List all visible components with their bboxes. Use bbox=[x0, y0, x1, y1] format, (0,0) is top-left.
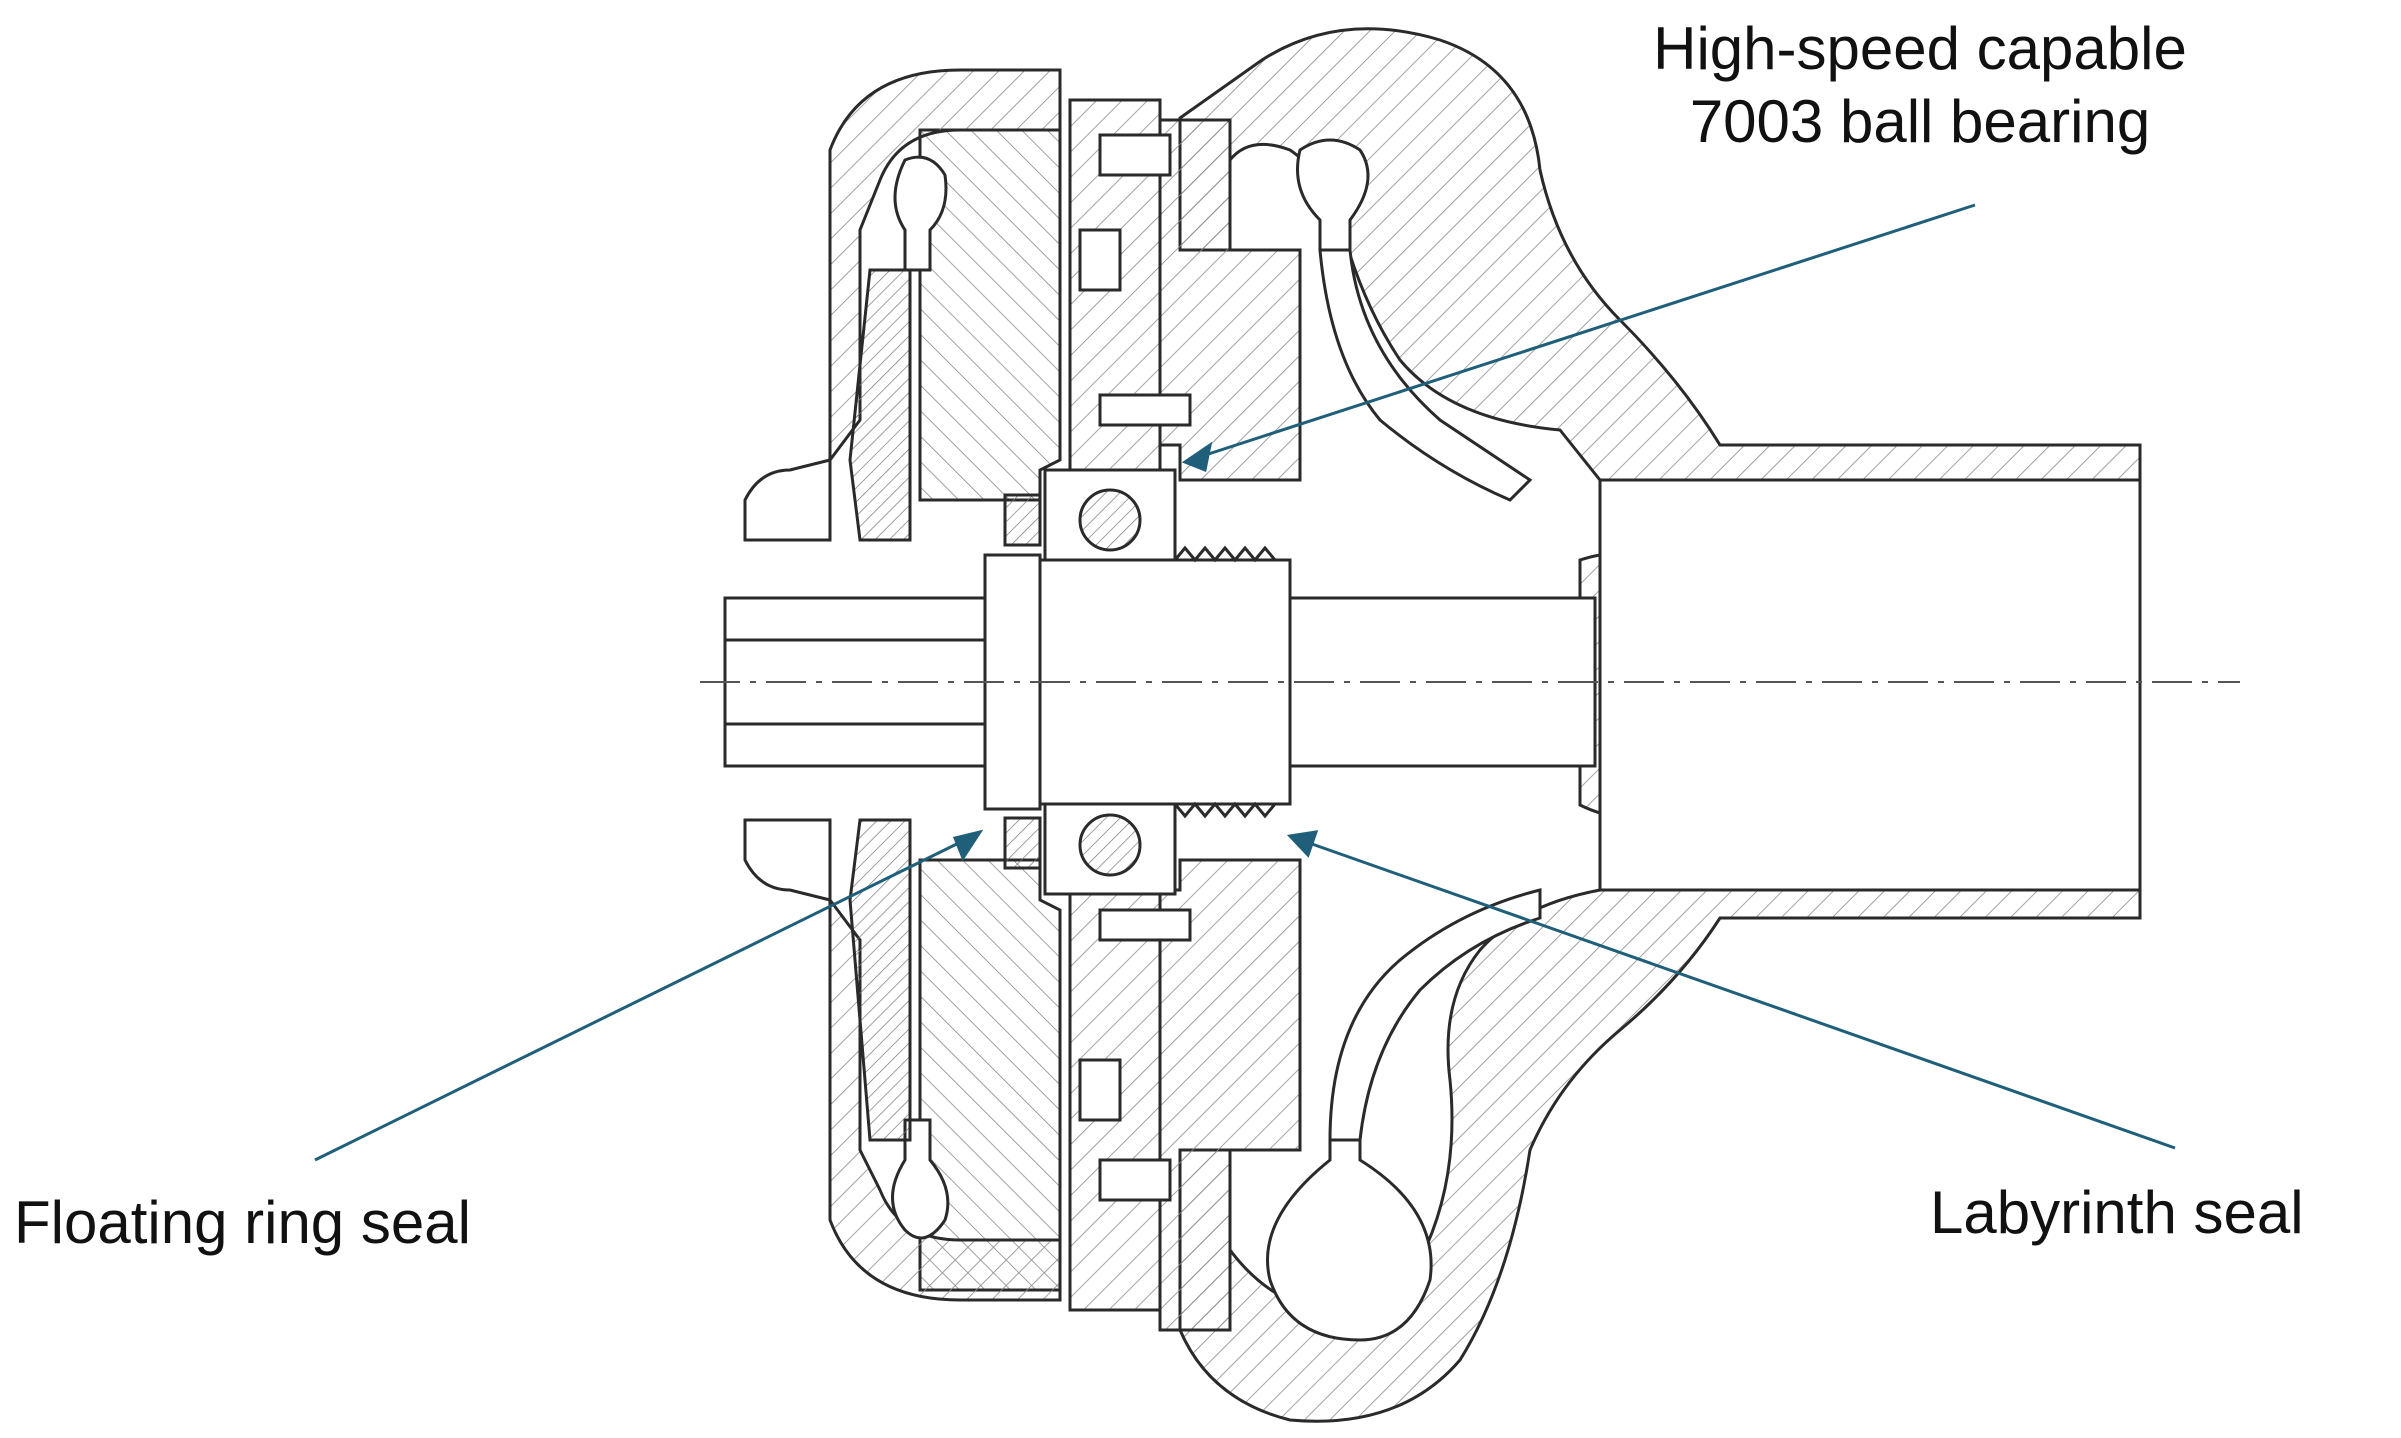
floating-ring-seal-label: Floating ring seal bbox=[14, 1189, 471, 1256]
bearing-label: High-speed capable 7003 ball bearing bbox=[1520, 12, 2320, 158]
turbine-volute-passages bbox=[1266, 138, 1542, 1342]
compressor-volute-passages bbox=[891, 155, 950, 1240]
leader-floating-ring-arrowhead bbox=[952, 829, 984, 862]
outlet-duct bbox=[1598, 478, 2142, 892]
leader-labyrinth-arrowhead bbox=[1286, 830, 1319, 858]
floating-ring-seal bbox=[1003, 493, 1042, 870]
leader-lines bbox=[314, 203, 2176, 1162]
bearing-label-line1: High-speed capable bbox=[1653, 15, 2187, 82]
compressor-housing-outline bbox=[743, 458, 832, 902]
labyrinth-seal-label: Labyrinth seal bbox=[1930, 1179, 2304, 1246]
cover-plate bbox=[918, 128, 1062, 1292]
bolts bbox=[1078, 133, 1192, 1202]
compressor-wheel bbox=[848, 268, 912, 1142]
leader-floating-ring bbox=[314, 833, 976, 1162]
leader-bearing-arrowhead bbox=[1181, 441, 1213, 473]
leader-labyrinth bbox=[1294, 836, 2176, 1150]
labyrinth-seal bbox=[1173, 545, 1277, 819]
bearing-label-line2: 7003 ball bearing bbox=[1689, 88, 2151, 156]
ball-bearing bbox=[1043, 468, 1177, 896]
leader-bearing bbox=[1189, 203, 1976, 462]
